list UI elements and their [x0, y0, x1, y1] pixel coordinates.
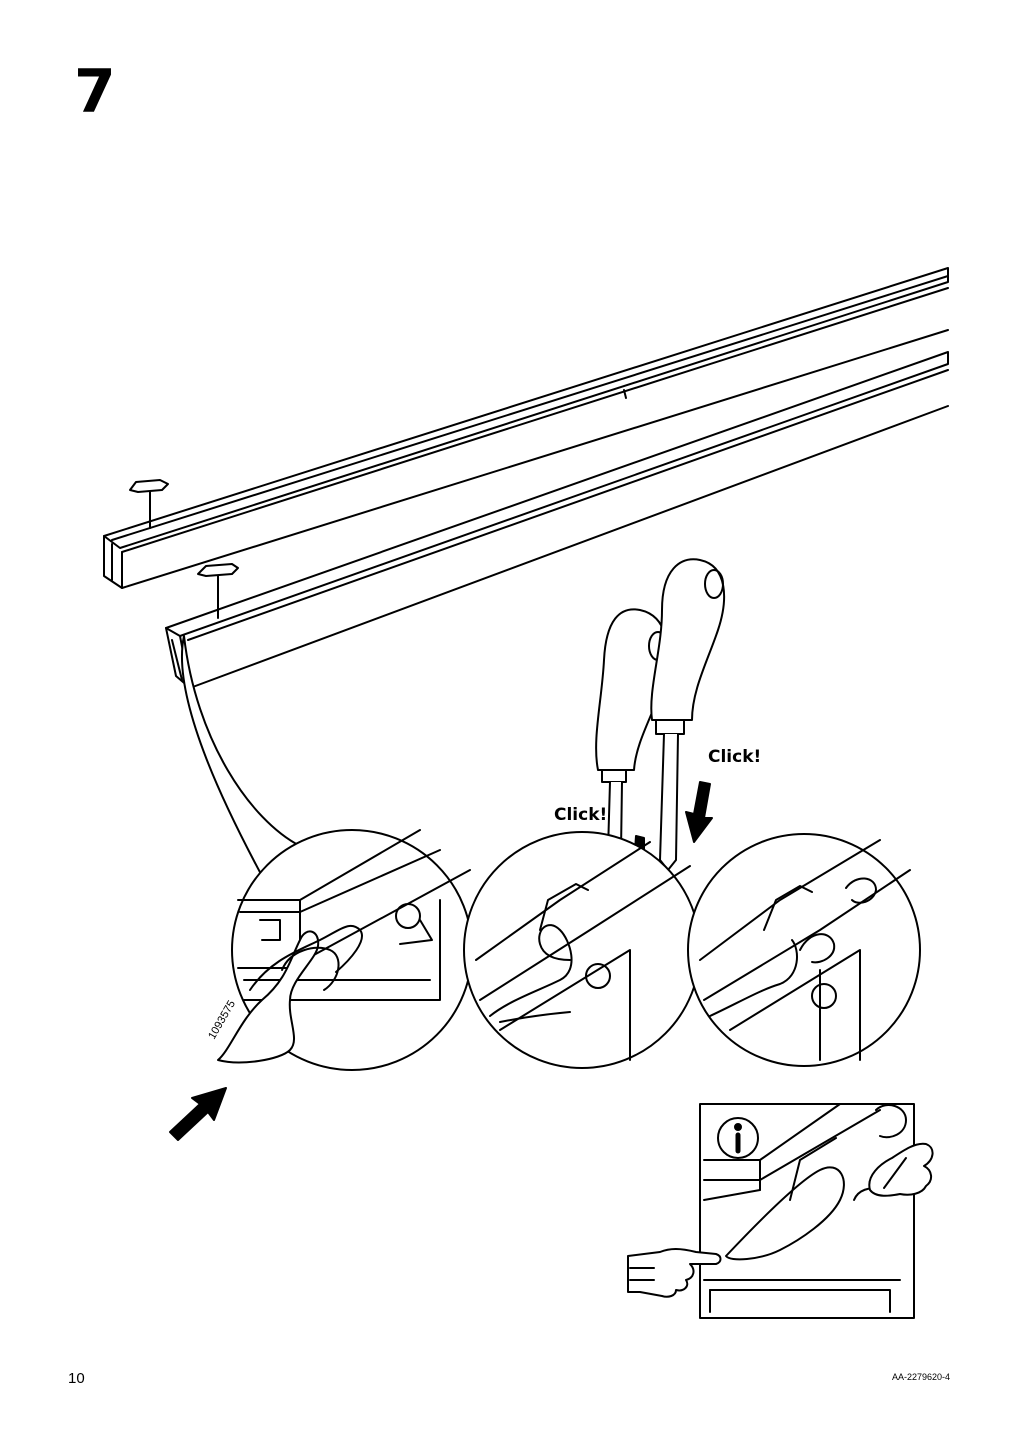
detail-circle-2 — [463, 831, 701, 1069]
callout-pointer — [181, 635, 301, 877]
detail-circle-1: 1093575 — [206, 829, 473, 1071]
upper-rail — [103, 267, 949, 589]
info-box — [699, 1103, 934, 1319]
detail-circle-3 — [687, 833, 921, 1067]
document-code: AA-2279620-4 — [891, 1372, 950, 1382]
screwdriver-right — [650, 558, 726, 871]
pointing-hand-icon — [627, 1248, 722, 1298]
part-number-label: 1093575 — [206, 998, 238, 1041]
step-number: 7 — [74, 57, 116, 127]
arrow-down-right — [685, 781, 713, 843]
lower-rail — [165, 351, 949, 689]
click-label-left: Click! — [554, 805, 607, 825]
clip-lower — [197, 563, 239, 619]
page-number: 10 — [68, 1370, 85, 1387]
clip-upper — [129, 479, 169, 529]
gripping-hand-icon — [868, 1142, 934, 1197]
info-icon — [717, 1117, 759, 1159]
insert-arrow — [169, 1087, 227, 1141]
click-label-right: Click! — [708, 747, 761, 767]
